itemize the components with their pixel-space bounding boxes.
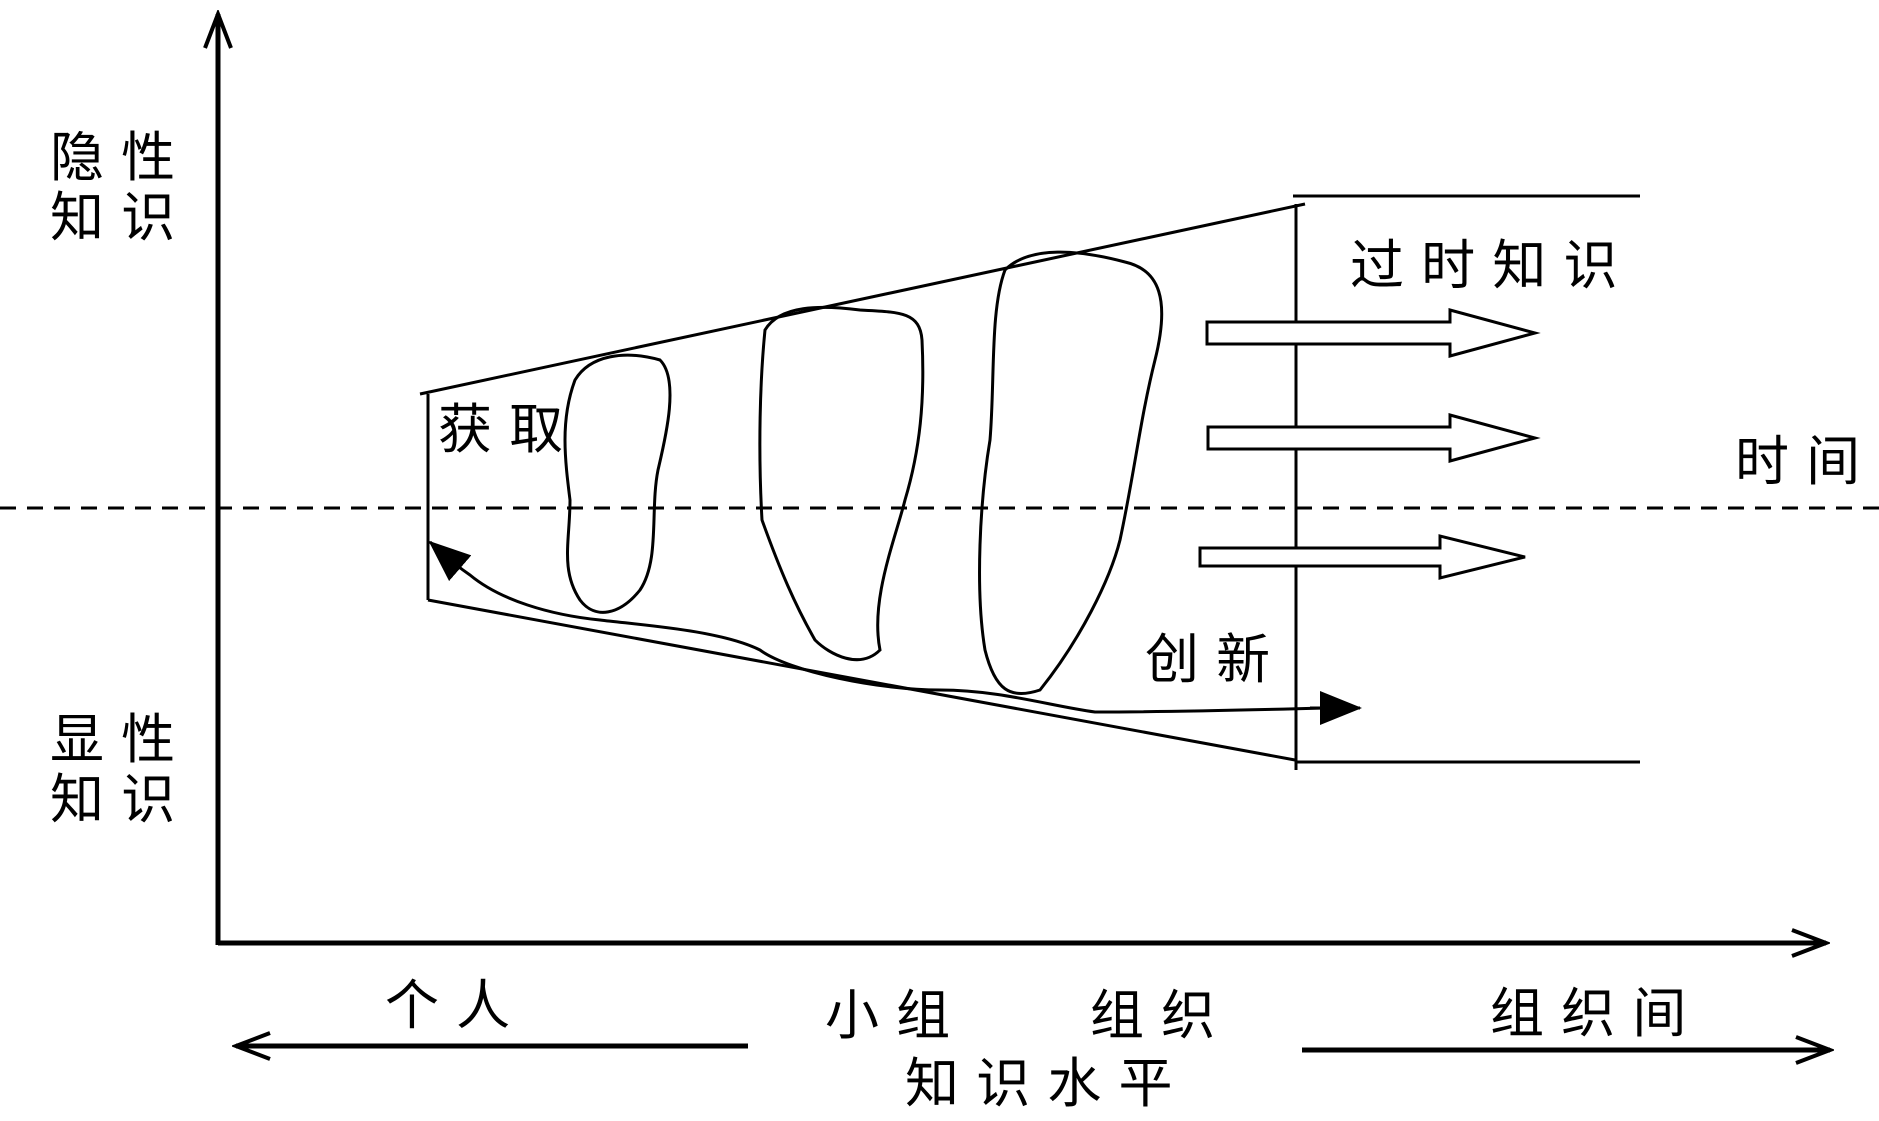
tacit-knowledge-label: 隐 性 知 识	[50, 128, 175, 248]
output-arrow-1	[1205, 308, 1541, 358]
explicit-label-line2: 知 识	[50, 768, 176, 831]
inter-organization-label: 组 织 间	[1490, 982, 1687, 1045]
output-arrow-2	[1206, 413, 1541, 463]
tacit-label-line1: 隐 性	[50, 126, 176, 189]
innovate-label: 创 新	[1145, 628, 1271, 691]
loop-medium	[758, 305, 925, 661]
group-label: 小 组	[825, 984, 951, 1047]
knowledge-level-label: 知 识 水 平	[905, 1052, 1173, 1115]
funnel-bottom-edge	[427, 598, 1296, 762]
individual-label: 个 人	[385, 974, 511, 1037]
time-label: 时 间	[1735, 430, 1861, 493]
output-arrow-3	[1198, 534, 1526, 580]
tacit-label-line2: 知 识	[50, 186, 176, 249]
explicit-knowledge-label: 显 性 知 识	[50, 710, 175, 830]
loop-large	[978, 250, 1164, 696]
spiral-flow-curve	[428, 540, 1326, 714]
organization-label: 组 织	[1090, 984, 1216, 1047]
funnel-top-edge	[419, 202, 1306, 396]
explicit-label-line1: 显 性	[50, 708, 176, 771]
obsolete-knowledge-label: 过 时 知 识	[1350, 234, 1618, 297]
loop-small	[563, 353, 672, 614]
acquire-label: 获 取	[438, 398, 564, 461]
